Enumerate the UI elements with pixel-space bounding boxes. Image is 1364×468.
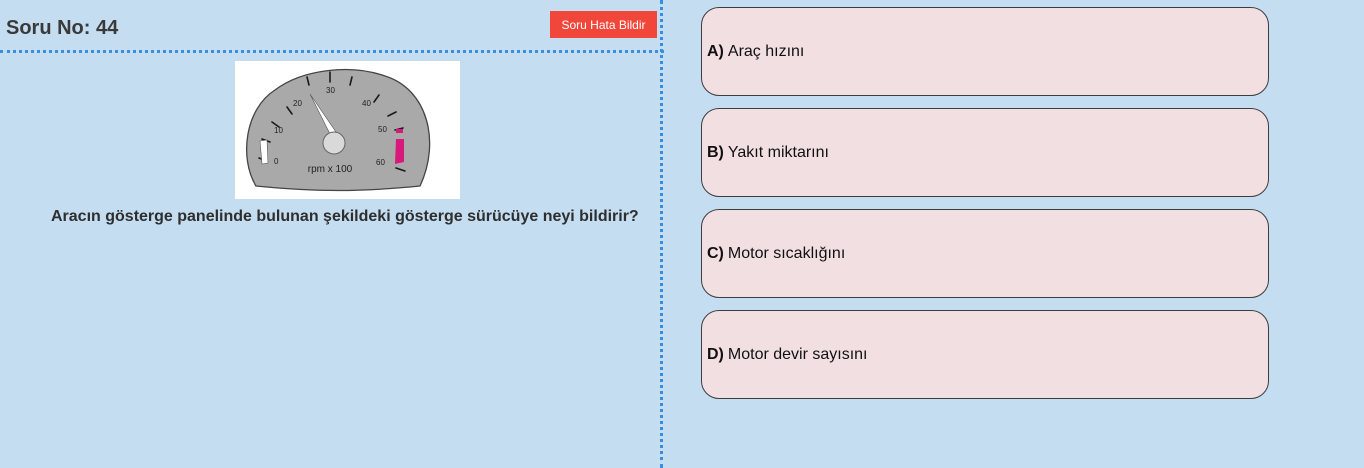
gauge-tick xyxy=(395,167,406,172)
gauge-tick xyxy=(286,106,293,115)
scale-label-40: 40 xyxy=(362,99,371,108)
gauge-tick xyxy=(387,111,397,117)
scale-label-10: 10 xyxy=(274,126,283,135)
question-text: Aracın gösterge panelinde bulunan şekild… xyxy=(51,208,639,225)
scale-label-0: 0 xyxy=(274,157,279,166)
tachometer-gauge-graphic: 0 10 20 30 40 50 60 rpm x 100 xyxy=(245,68,431,192)
scale-label-20: 20 xyxy=(293,99,302,108)
gauge-hub xyxy=(322,131,346,155)
redline-indicator-bar xyxy=(395,139,404,164)
redline-marker xyxy=(396,129,403,133)
answer-content: C) Motor sıcaklığını xyxy=(707,210,845,297)
answer-letter: B) xyxy=(707,143,724,161)
answer-option-c[interactable]: C) Motor sıcaklığını xyxy=(701,209,1269,298)
answer-letter: A) xyxy=(707,42,724,60)
low-indicator-bar xyxy=(259,139,269,165)
gauge-tick xyxy=(373,94,380,103)
gauge-tick xyxy=(306,76,310,86)
tachometer-figure: 0 10 20 30 40 50 60 rpm x 100 xyxy=(235,61,460,199)
answer-text: Motor devir sayısını xyxy=(727,345,868,363)
answer-option-d[interactable]: D) Motor devir sayısını xyxy=(701,310,1269,399)
answer-letter: D) xyxy=(707,345,724,363)
question-number: Soru No: 44 xyxy=(6,17,119,39)
scale-label-60: 60 xyxy=(376,158,385,167)
scale-label-30: 30 xyxy=(326,86,335,95)
answer-option-b[interactable]: B) Yakıt miktarını xyxy=(701,108,1269,197)
answer-text: Araç hızını xyxy=(727,42,805,60)
gauge-tick xyxy=(349,76,353,86)
answer-content: A) Araç hızını xyxy=(707,8,804,95)
answer-text: Motor sıcaklığını xyxy=(727,244,846,262)
answer-text: Yakıt miktarını xyxy=(727,143,829,161)
gauge-tick xyxy=(271,121,280,128)
report-error-button[interactable]: Soru Hata Bildir xyxy=(550,11,657,38)
answer-option-a[interactable]: A) Araç hızını xyxy=(701,7,1269,96)
horizontal-divider xyxy=(0,50,664,53)
vertical-divider xyxy=(660,0,663,468)
gauge-unit-label: rpm x 100 xyxy=(308,164,353,175)
answer-content: D) Motor devir sayısını xyxy=(707,311,868,398)
scale-label-50: 50 xyxy=(378,125,387,134)
answer-content: B) Yakıt miktarını xyxy=(707,109,829,196)
gauge-dial xyxy=(245,68,431,192)
answer-letter: C) xyxy=(707,244,724,262)
